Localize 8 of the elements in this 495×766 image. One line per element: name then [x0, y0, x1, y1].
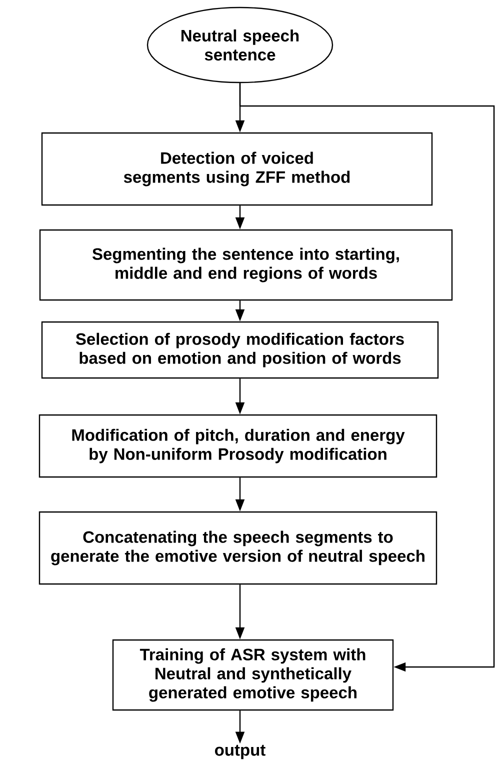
- process-box: Selection of prosody modification factors based on emotion and position of words: [41, 321, 439, 379]
- process-box: Modification of pitch, duration and energy by Non-uniform Prosody modification: [38, 414, 438, 478]
- process-box: Segmenting the sentence into starting, middle and end regions of words: [39, 229, 453, 301]
- process-box: Concatenating the speech segments to generate the emotive version of neutral speech: [38, 511, 438, 585]
- process-box: Detection of voiced segments using ZFF method: [41, 132, 433, 206]
- arrow: [239, 83, 495, 672]
- output-label: output: [214, 744, 266, 760]
- process-box: Training of ASR system with Neutral and synthetically generated emotive speech: [112, 639, 394, 711]
